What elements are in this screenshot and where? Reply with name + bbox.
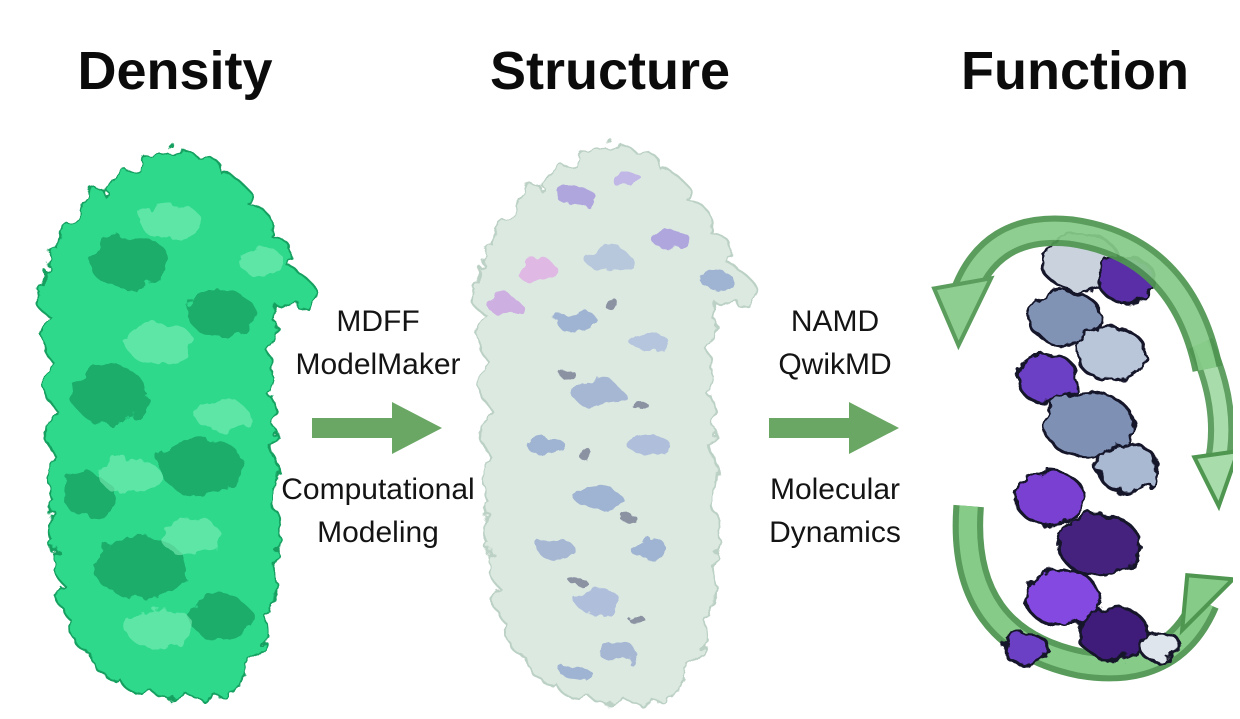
structure-blob bbox=[470, 142, 755, 707]
tool-label-qwikmd: QwikMD bbox=[778, 348, 892, 381]
tool-label-namd: NAMD bbox=[790, 305, 880, 338]
simulation-cycle-image bbox=[931, 215, 1233, 682]
process-label-molecular: Molecular bbox=[769, 473, 901, 506]
tool-label-mdff: MDFF bbox=[336, 305, 420, 338]
cycle-arrow-top-icon bbox=[931, 215, 1223, 373]
flow-arrow-icon bbox=[769, 402, 899, 454]
tool-label-modelmaker: ModelMaker bbox=[295, 348, 461, 381]
cryoem-density-map-image bbox=[35, 147, 314, 702]
transition-structure-to-function: NAMD QwikMD Molecular Dynamics bbox=[700, 300, 970, 554]
process-label-computational: Computational bbox=[281, 473, 475, 506]
fitted-atomic-model-image bbox=[470, 142, 755, 707]
heading-structure: Structure bbox=[489, 41, 731, 101]
process-label-dynamics: Dynamics bbox=[769, 516, 901, 549]
transition-density-to-structure: MDFF ModelMaker Computational Modeling bbox=[243, 300, 513, 554]
density-blob bbox=[35, 147, 314, 702]
heading-function: Function bbox=[961, 41, 1189, 101]
protein-structure bbox=[1001, 232, 1182, 667]
heading-density: Density bbox=[77, 41, 273, 101]
process-label-modeling: Modeling bbox=[317, 516, 439, 549]
structure-blob-outline bbox=[470, 142, 755, 707]
flow-arrow-icon bbox=[312, 402, 442, 454]
